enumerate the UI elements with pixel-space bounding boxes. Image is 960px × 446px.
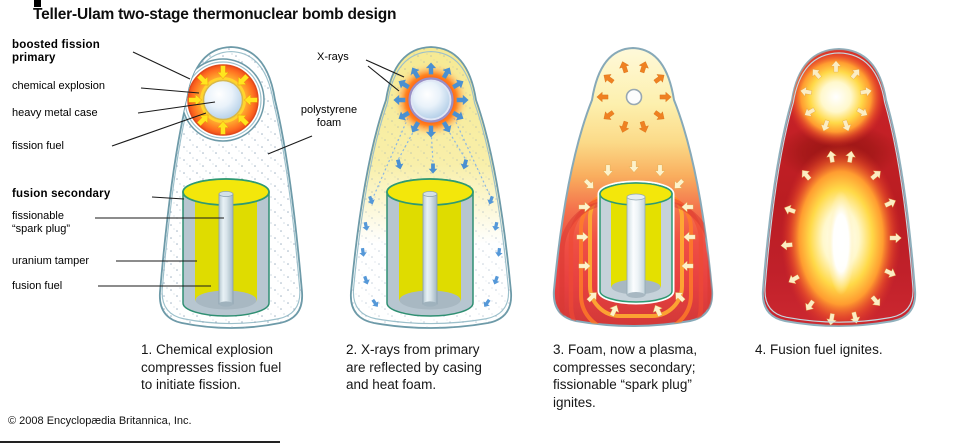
stage4-primary-fireball [786,49,886,147]
caption-step-1: 1. Chemical explosion compresses fission… [141,342,282,392]
label-heavy-metal-case: heavy metal case [12,107,98,119]
stage3-shrunken-primary [625,88,643,106]
label-chemical-explosion: chemical explosion [12,80,105,92]
caption-step-2: 2. X-rays from primary are reflected by … [346,342,482,392]
label-x-rays: X-rays [317,51,349,63]
label-leader-lines [95,51,405,287]
label-uranium-tamper: uranium tamper [12,255,90,267]
label-fissionable-spark-plug: fissionable “spark plug” [12,210,71,235]
stage2-bomb [350,46,512,329]
stage1-fission-pit [202,79,244,121]
label-fusion-secondary: fusion secondary [12,188,111,200]
copyright-notice: © 2008 Encyclopædia Britannica, Inc. [8,415,192,427]
stage3-bomb [552,46,714,327]
stage2-fusion-secondary [386,178,474,317]
label-boosted-fission-primary: boosted fission primary [12,39,100,64]
stage1-spark-plug-rod [218,193,234,305]
stage4-bomb [761,47,917,327]
bottom-border-line [0,441,280,443]
caption-step-3: 3. Foam, now a plasma, compresses second… [553,342,698,410]
label-fusion-fuel: fusion fuel [12,280,63,292]
diagram-title: Teller-Ulam two-stage thermonuclear bomb… [33,6,397,23]
label-fission-fuel: fission fuel [12,140,64,152]
stage3-compressed-secondary [597,180,675,305]
stage1-fusion-secondary [182,178,270,317]
stage1-fission-primary [181,58,265,142]
label-polystyrene-foam: polystyrene foam [300,104,358,129]
crop-artifact-mark [34,0,41,7]
caption-step-4: 4. Fusion fuel ignites. [755,342,883,357]
stage2-primary-fireball [393,62,469,138]
